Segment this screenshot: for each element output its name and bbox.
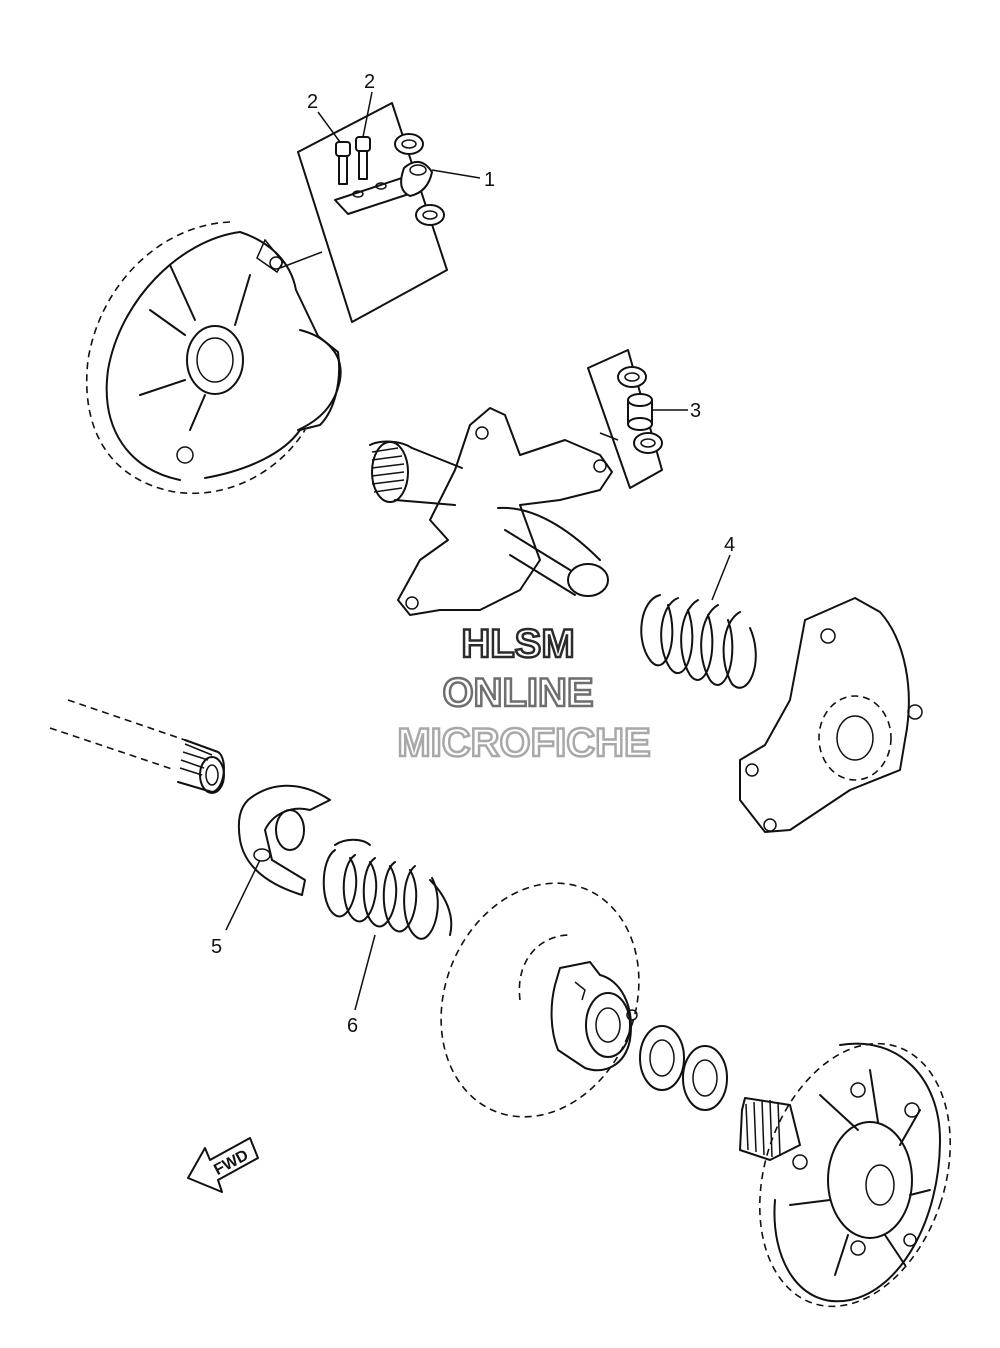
spring-6 <box>322 838 453 1011</box>
bolt-left <box>335 141 351 185</box>
watermark-line-2: ONLINE <box>442 671 593 715</box>
washer-bottom <box>415 204 445 226</box>
bushing <box>627 393 653 431</box>
callout-5: 5 <box>211 936 222 958</box>
callout-2-right: 2 <box>364 71 375 93</box>
callout-2-left: 2 <box>307 91 318 113</box>
cover-plate <box>739 597 923 833</box>
thrust-washers <box>639 1025 728 1111</box>
callout-4: 4 <box>724 534 735 556</box>
shaft <box>49 699 225 794</box>
fwd-arrow-icon: FWD <box>187 1137 259 1193</box>
callout-6: 6 <box>347 1015 358 1037</box>
callout-1: 1 <box>484 169 495 191</box>
bracket-assembly <box>279 91 481 323</box>
cam-5 <box>225 784 331 931</box>
washer-3a <box>617 366 647 388</box>
watermark-line-3: MICROFICHE <box>397 721 650 765</box>
slider-part <box>400 161 433 197</box>
callout-3: 3 <box>690 400 701 422</box>
fixed-sheave <box>739 1042 952 1308</box>
bolt-right <box>355 136 371 180</box>
watermark-line-1: HLSM <box>461 622 574 666</box>
spring-4 <box>640 554 757 689</box>
movable-sheave <box>440 882 640 1118</box>
washer-top <box>394 133 424 155</box>
washer-3b <box>633 432 663 454</box>
watermark: HLSM ONLINE MICROFICHE <box>396 621 652 767</box>
bushing-assembly <box>587 349 688 489</box>
callout-labels: 1 2 2 3 4 5 6 <box>211 71 735 1037</box>
sheave-cover <box>86 221 342 494</box>
spider <box>369 407 613 616</box>
